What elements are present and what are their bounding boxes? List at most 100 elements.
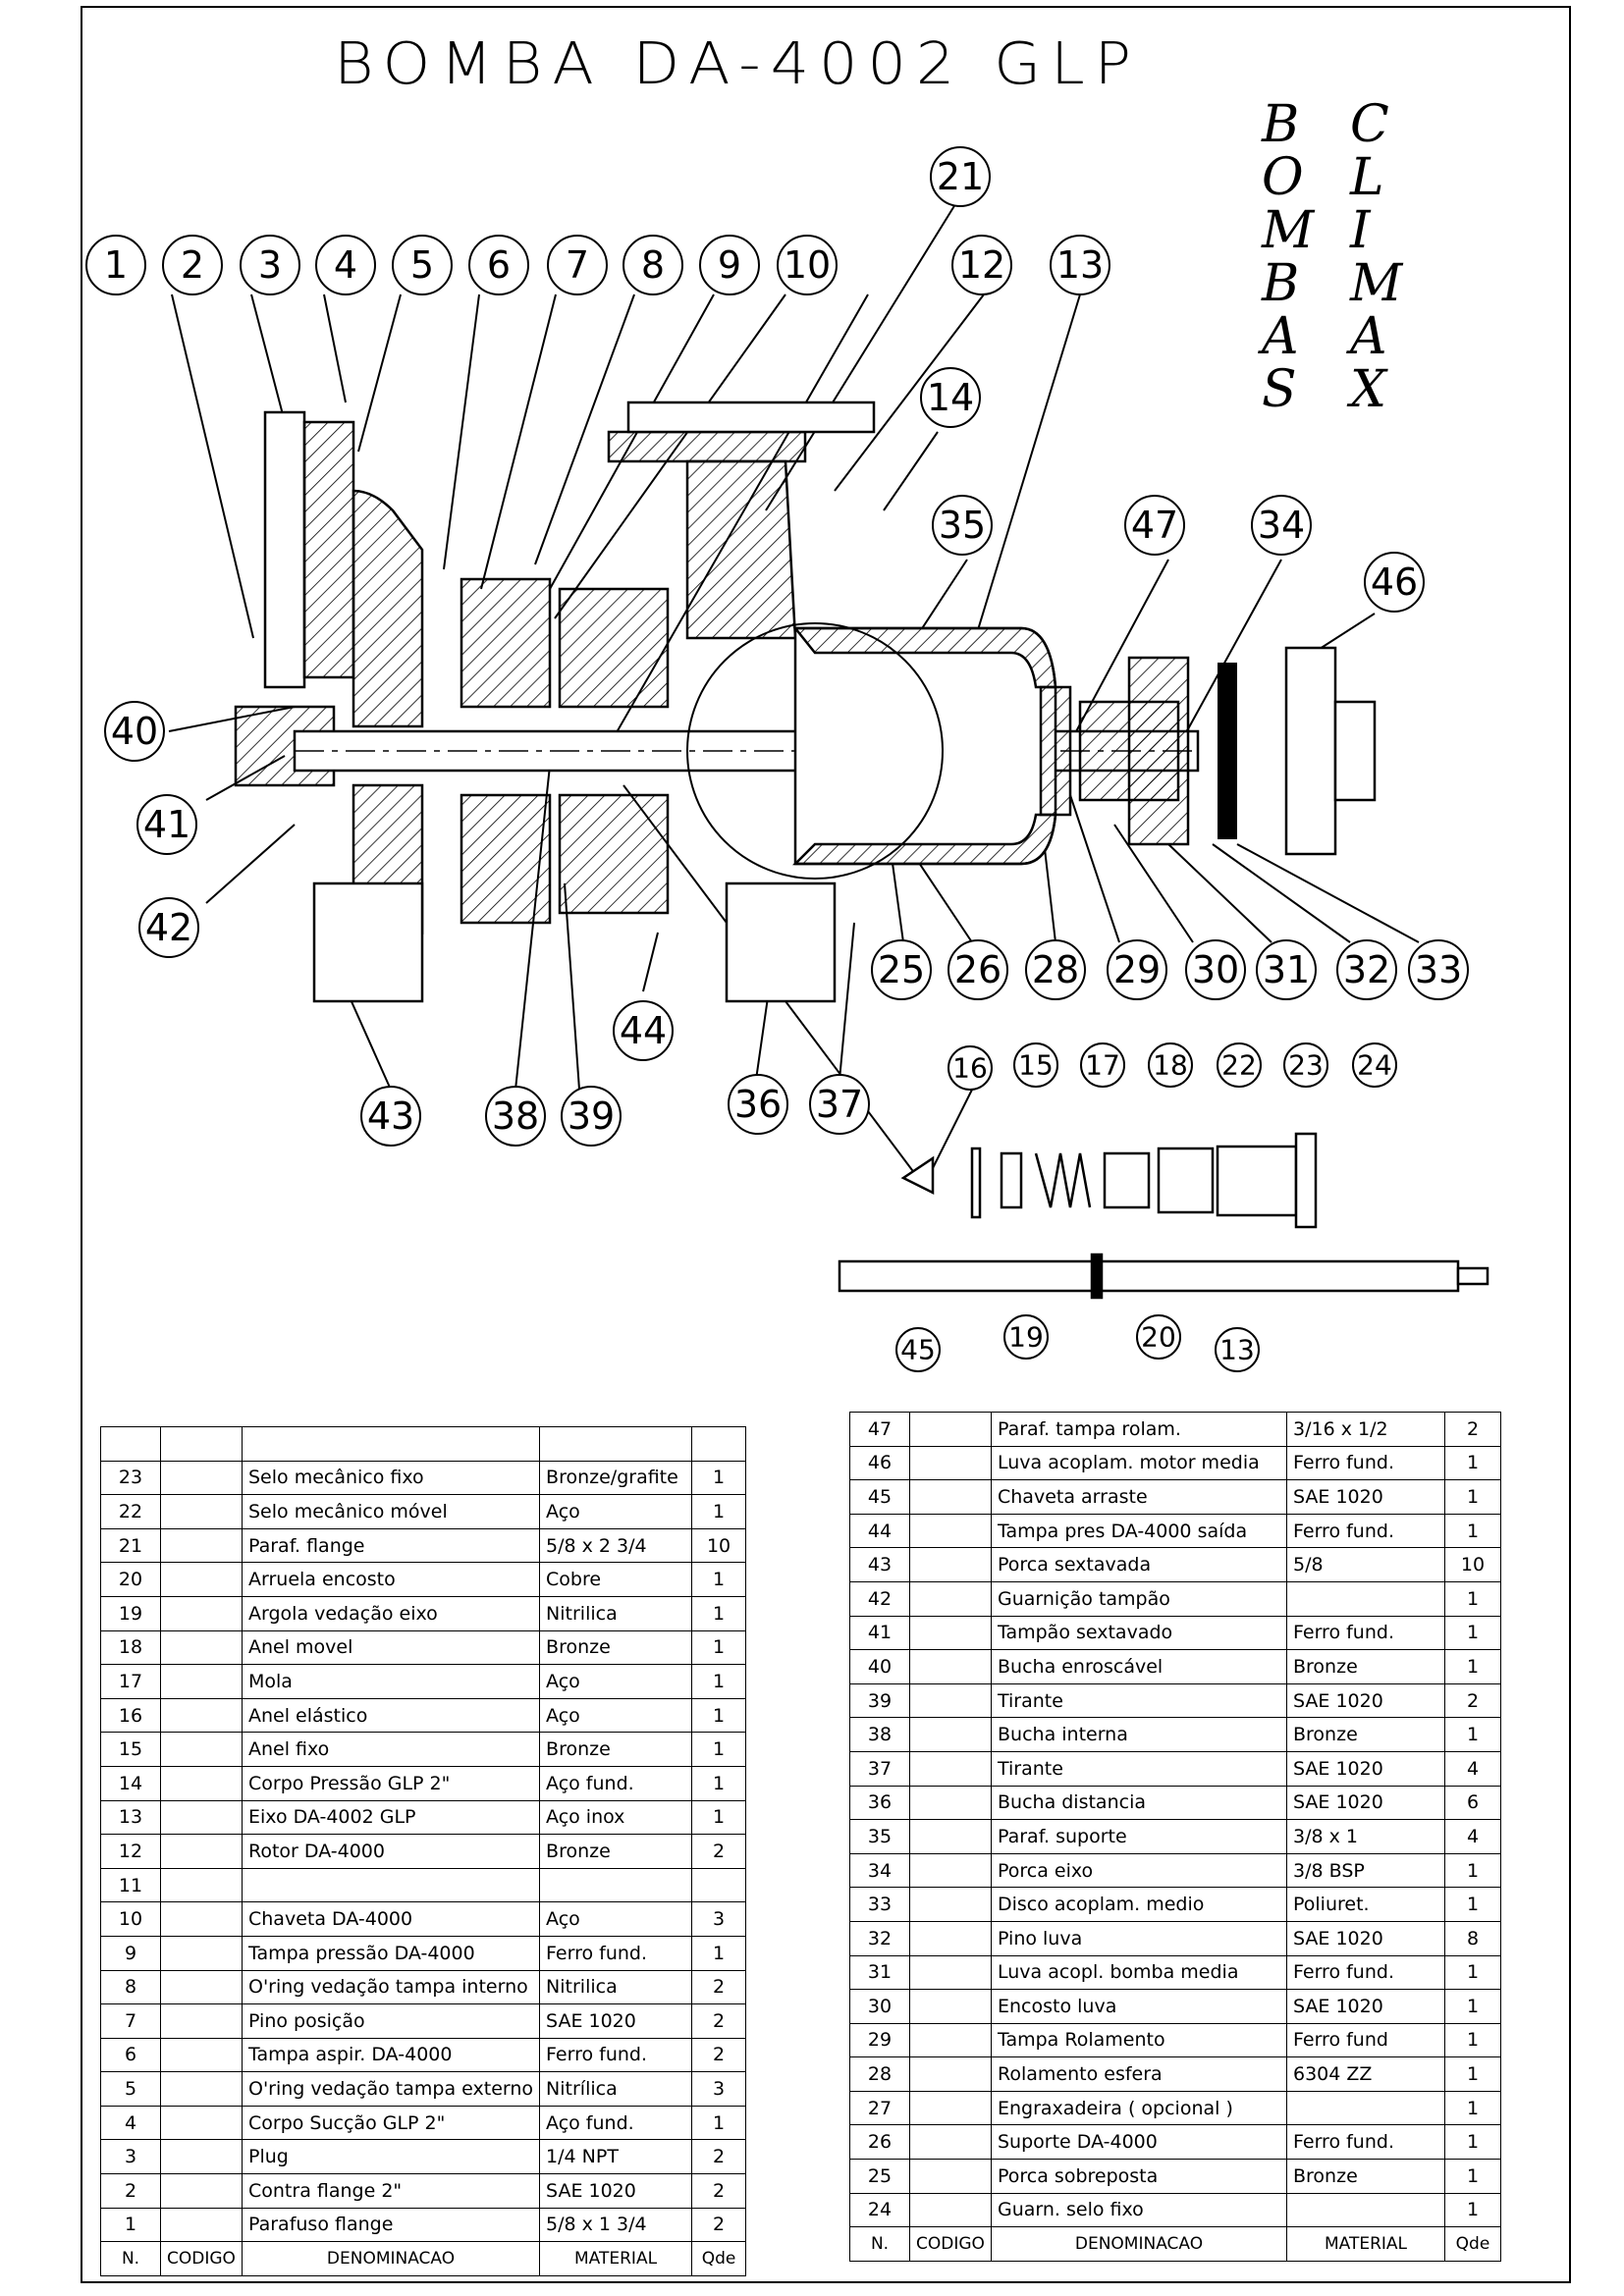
pump-cross-section <box>234 400 1377 1196</box>
cell-number: 31 <box>849 1954 910 1991</box>
balloon-circle <box>1256 939 1317 1000</box>
cell-material: Aço <box>539 1664 693 1699</box>
balloon-circle <box>136 794 197 855</box>
cell-material: SAE 1020 <box>1286 1785 1445 1821</box>
balloon-circle <box>85 235 146 295</box>
cell-qde: 1 <box>1444 2124 1501 2161</box>
cell-codigo <box>160 2105 243 2141</box>
part-balloon: 1 <box>85 235 146 295</box>
part-balloon: 23 <box>1283 1042 1328 1088</box>
part-balloon: 37 <box>809 1074 870 1135</box>
cell-qde: 1 <box>1444 1852 1501 1889</box>
cell-material: 5/8 x 1 3/4 <box>539 2207 693 2243</box>
balloon-circle <box>1251 495 1312 556</box>
cell-material: Cobre <box>539 1562 693 1597</box>
cell-number: 7 <box>100 2003 161 2039</box>
part-balloon: 43 <box>360 1086 421 1147</box>
cell-codigo <box>909 1682 992 1719</box>
cell-qde: 2 <box>691 1834 747 1869</box>
cell-number: 15 <box>100 1732 161 1767</box>
cell-codigo <box>160 1664 243 1699</box>
balloon-circle <box>1185 939 1246 1000</box>
cell-qde: 2 <box>1444 1682 1501 1719</box>
cell-codigo <box>909 1445 992 1481</box>
cell-number: 43 <box>849 1547 910 1582</box>
balloon-circle <box>1107 939 1167 1000</box>
cell-material: Nitrilica <box>539 1969 693 2005</box>
cell-denominacao: Luva acoplam. motor media <box>991 1445 1287 1481</box>
part-balloon: 32 <box>1336 939 1397 1000</box>
balloon-circle <box>1136 1314 1181 1360</box>
part-balloon: 7 <box>547 235 608 295</box>
cell-material: Bronze <box>1286 2159 1445 2194</box>
cell-denominacao: Pino luva <box>991 1920 1287 1956</box>
part-balloon: 44 <box>613 1000 674 1061</box>
cell-codigo <box>909 1920 992 1956</box>
cell-number: 13 <box>100 1799 161 1836</box>
cell-denominacao: Tampa aspir. DA-4000 <box>241 2037 541 2073</box>
header-qde: Qde <box>691 2241 747 2276</box>
cell-denominacao: Paraf. tampa rolam. <box>991 1412 1287 1447</box>
part-balloon: 28 <box>1025 939 1086 1000</box>
cell-codigo <box>160 1732 243 1767</box>
part-balloon: 19 <box>1003 1314 1049 1360</box>
cell-number: 39 <box>849 1682 910 1719</box>
cell-qde: 2 <box>691 2003 747 2039</box>
balloon-circle <box>240 235 300 295</box>
brand-letter: S <box>1262 360 1297 419</box>
balloon-circle <box>1148 1042 1193 1088</box>
cell-number: 29 <box>849 2022 910 2058</box>
cell-codigo <box>909 1954 992 1991</box>
cell-codigo <box>160 1562 243 1597</box>
cell-qde: 1 <box>691 1697 747 1734</box>
cell-number: 12 <box>100 1834 161 1869</box>
cell-codigo <box>160 2207 243 2243</box>
cell-denominacao: Selo mecânico fixo <box>241 1460 541 1496</box>
cell-material: Aço inox <box>539 1799 693 1836</box>
cell-material: Ferro fund. <box>1286 1615 1445 1651</box>
cell-number: 11 <box>100 1867 161 1903</box>
cell-denominacao: Chaveta arraste <box>991 1479 1287 1515</box>
brand-letter: M <box>1262 201 1315 260</box>
brand-letter: O <box>1262 148 1304 207</box>
cell-denominacao: Tampa pressão DA-4000 <box>241 1935 541 1971</box>
seal-exploded-view <box>970 1132 1318 1229</box>
balloon-circle <box>1217 1042 1262 1088</box>
balloon-number: 24 <box>1357 1049 1392 1082</box>
header-number: N. <box>100 2241 161 2276</box>
part-balloon: 39 <box>561 1086 622 1147</box>
drawing-sheet <box>81 6 1571 2283</box>
cell-number: 16 <box>100 1697 161 1734</box>
cell-denominacao: O'ring vedação tampa interno <box>241 1969 541 2005</box>
cell-codigo <box>160 1765 243 1801</box>
part-balloon: 40 <box>104 701 165 762</box>
balloon-circle <box>1408 939 1469 1000</box>
part-balloon: 30 <box>1185 939 1246 1000</box>
cell-denominacao: Tampa pres DA-4000 saída <box>991 1513 1287 1549</box>
cell-number: 41 <box>849 1615 910 1651</box>
cell-material: SAE 1020 <box>1286 1989 1445 2024</box>
balloon-number: 22 <box>1221 1049 1257 1082</box>
cell-number: 14 <box>100 1765 161 1801</box>
cell-denominacao: Pino posição <box>241 2003 541 2039</box>
cell-material: 3/8 x 1 <box>1286 1819 1445 1854</box>
cell-material: Bronze <box>1286 1649 1445 1684</box>
cell-codigo <box>909 1615 992 1651</box>
balloon-circle <box>613 1000 674 1061</box>
brand-letter: X <box>1350 360 1387 419</box>
cell-number: 33 <box>849 1887 910 1922</box>
part-balloon: 21 <box>930 146 991 207</box>
cell-denominacao: Anel movel <box>241 1629 541 1666</box>
